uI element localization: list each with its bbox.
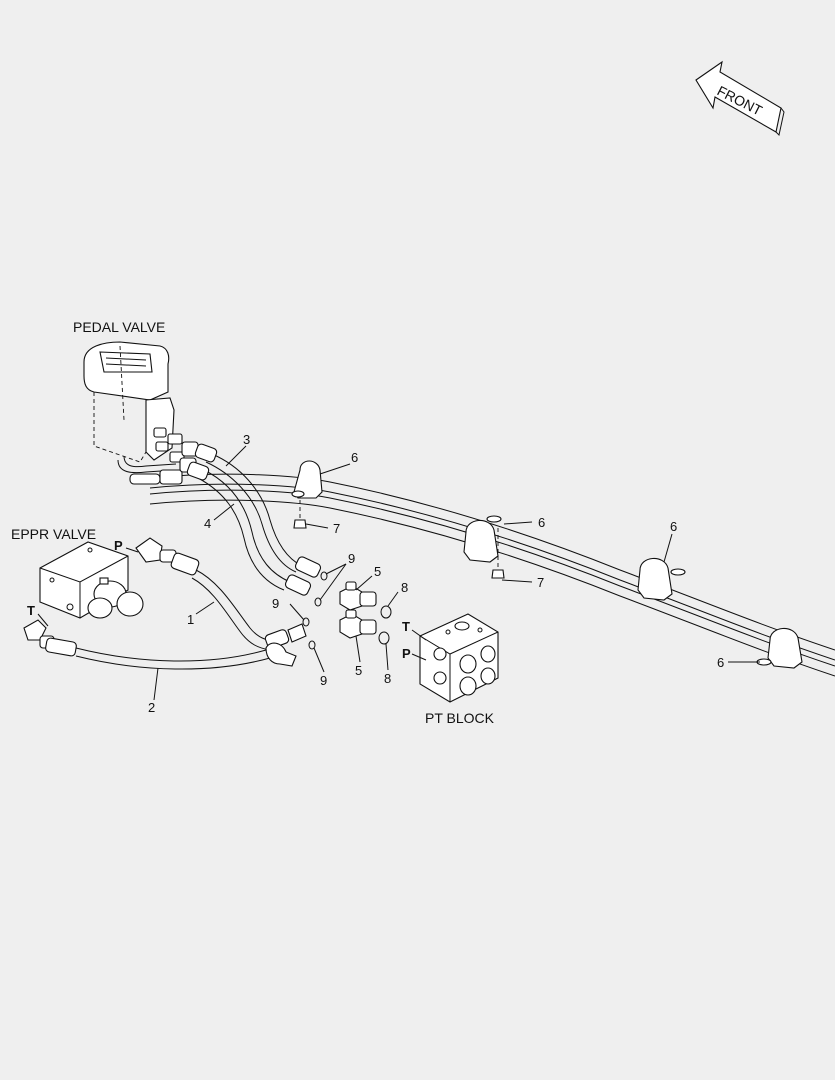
hose-clamp-1 [291,460,323,499]
callout-4: 4 [204,516,211,531]
front-arrow-icon: FRONT [695,60,785,137]
hose-clamp-4 [756,627,803,669]
callout-2: 2 [148,700,155,715]
callout-7-second: 7 [537,575,544,590]
callout-5-top: 5 [374,564,381,579]
callout-6-fourth: 6 [717,655,724,670]
callout-8-bottom: 8 [384,671,391,686]
callout-6-second: 6 [538,515,545,530]
block-port-p: P [402,646,411,661]
o-rings [302,571,392,650]
hose-4 [186,461,312,596]
callout-6-first: 6 [351,450,358,465]
bolt-1 [293,500,307,529]
hose-1 [170,552,307,651]
block-port-t: T [402,619,410,634]
callout-7-first: 7 [333,521,340,536]
callout-6-third: 6 [670,519,677,534]
callout-5-bottom: 5 [355,663,362,678]
pedal-valve-label: PEDAL VALVE [73,319,165,335]
eppr-valve-label: EPPR VALVE [11,526,96,542]
hose-clamp-3 [637,557,686,601]
callout-3: 3 [243,432,250,447]
callout-9-top: 9 [348,551,355,566]
eppr-port-t: T [27,603,35,618]
elbow-fitting-lower [339,609,377,639]
pt-block [419,613,499,703]
callout-8-top: 8 [401,580,408,595]
callout-9-left: 9 [272,596,279,611]
eppr-p-fitting [135,537,177,563]
leader-lines [37,445,760,701]
eppr-port-p: P [114,538,123,553]
pt-block-label: PT BLOCK [425,710,495,726]
elbow-fitting-upper [339,581,377,611]
bolt-2 [491,528,505,579]
hose-2 [45,637,297,670]
eppr-valve [39,541,144,619]
hose-3 [194,443,322,578]
callout-1: 1 [187,612,194,627]
hose-clamp-2 [463,515,502,563]
pedal-valve [83,341,183,485]
callout-9-bottom: 9 [320,673,327,688]
